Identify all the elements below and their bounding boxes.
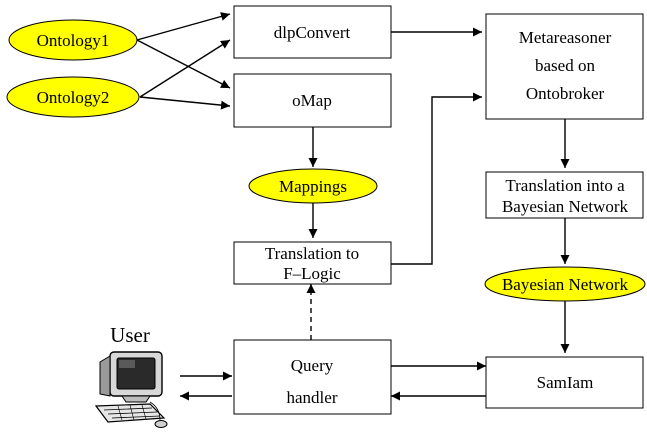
edge-ontology2-omap xyxy=(139,96,231,110)
translation-flogic-label-line2: F–Logic xyxy=(283,264,341,283)
metareasoner-label-line2: based on xyxy=(535,56,595,75)
query-handler-label-line2: handler xyxy=(287,388,338,407)
ontology2-label: Ontology2 xyxy=(37,88,110,107)
edge-ontology1-omap xyxy=(136,39,231,89)
translation-bn-label-line2: Bayesian Network xyxy=(502,197,629,216)
node-mappings: Mappings xyxy=(248,168,378,204)
node-metareasoner: Metareasoner based on Ontobroker xyxy=(485,13,644,120)
metareasoner-box xyxy=(485,13,644,120)
ontology1-ellipse xyxy=(8,19,138,61)
node-dlpconvert: dlpConvert xyxy=(233,5,392,59)
edge-ontology2-dlpconvert xyxy=(139,39,231,98)
translation-bn-label-line1: Translation into a xyxy=(505,176,625,195)
node-ontology1: Ontology1 xyxy=(8,19,138,61)
translation-bn-box xyxy=(485,171,644,219)
query-handler-label-line1: Query xyxy=(291,356,334,375)
computer-user-icon xyxy=(94,351,168,428)
bayesian-network-ellipse xyxy=(484,266,646,302)
edge-translation-flogic-metareasoner xyxy=(391,92,482,265)
omap-box xyxy=(233,73,392,128)
ontology1-label: Ontology1 xyxy=(37,31,110,50)
node-samiam: SamIam xyxy=(485,356,644,409)
ontology2-ellipse xyxy=(6,76,140,118)
user-label: User xyxy=(110,323,150,347)
metareasoner-label-line3: Ontobroker xyxy=(526,84,605,103)
samiam-box xyxy=(485,356,644,409)
node-translation-bn: Translation into a Bayesian Network xyxy=(485,171,644,219)
samiam-label: SamIam xyxy=(537,373,594,392)
query-handler-box xyxy=(233,339,392,415)
mappings-ellipse xyxy=(248,168,378,204)
node-ontology2: Ontology2 xyxy=(6,76,140,118)
omap-label: oMap xyxy=(292,91,332,110)
node-translation-flogic: Translation to F–Logic xyxy=(233,241,392,285)
metareasoner-label-line1: Metareasoner xyxy=(519,28,612,47)
dlpconvert-box xyxy=(233,5,392,59)
node-bayesian-network: Bayesian Network xyxy=(484,266,646,302)
dlpconvert-label: dlpConvert xyxy=(274,23,351,42)
translation-flogic-label-line1: Translation to xyxy=(265,244,359,263)
edge-ontology1-dlpconvert xyxy=(136,12,231,41)
mappings-label: Mappings xyxy=(279,177,347,196)
node-omap: oMap xyxy=(233,73,392,128)
edges xyxy=(136,12,570,401)
node-query-handler: Query handler xyxy=(233,339,392,415)
translation-flogic-box xyxy=(233,241,392,285)
bayesian-network-label: Bayesian Network xyxy=(502,275,629,294)
